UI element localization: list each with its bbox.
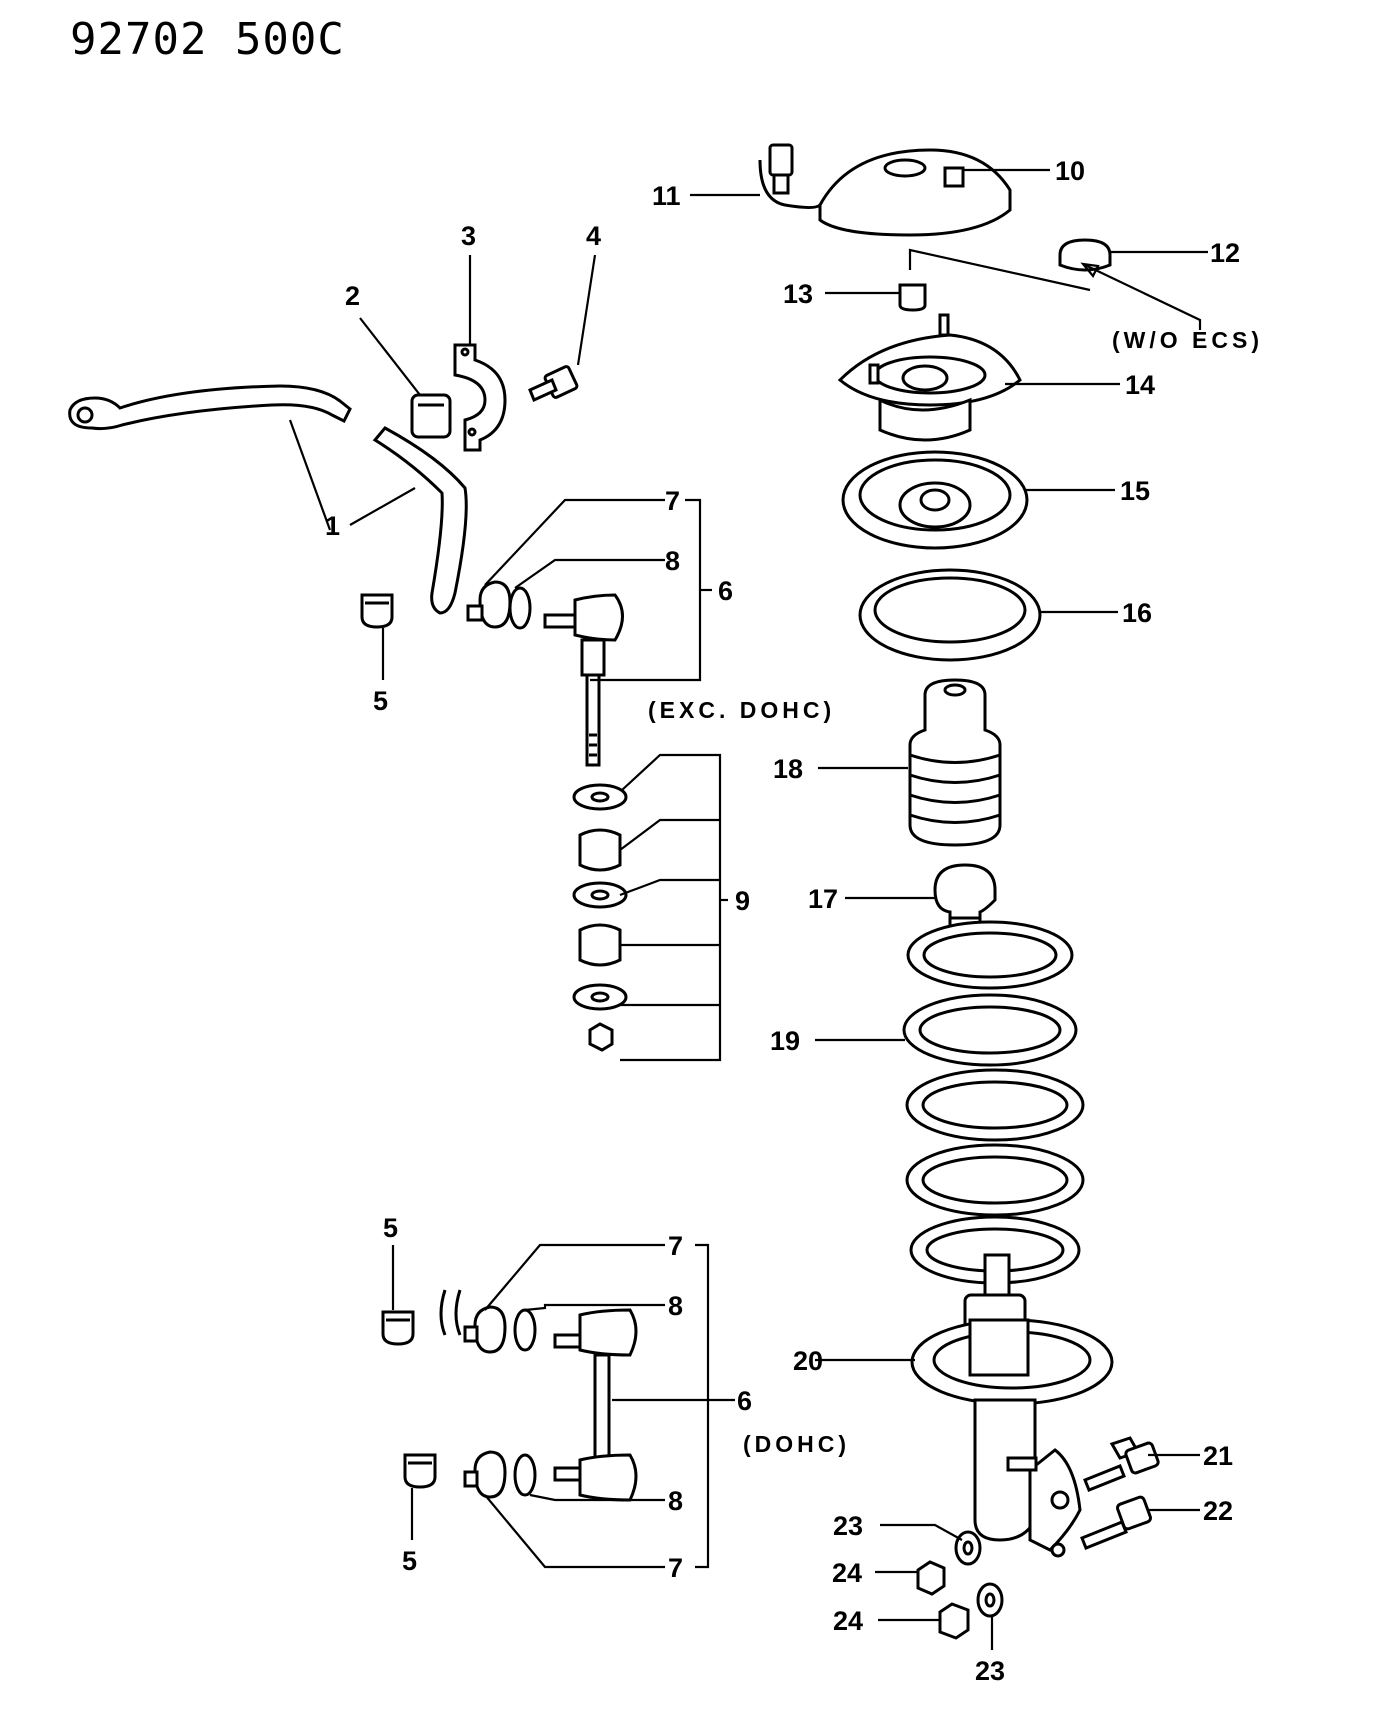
strut-bolt-upper	[1083, 1436, 1160, 1492]
label-3: 3	[461, 221, 476, 251]
stabilizer-link-dohc	[463, 1305, 638, 1502]
label-22: 22	[1203, 1496, 1233, 1526]
link-nut-dohc-lower	[403, 1453, 437, 1489]
nut-lower	[938, 1602, 970, 1640]
spring-pad	[858, 568, 1042, 662]
diagram-code: 92702 500C	[70, 14, 345, 65]
label-4: 4	[586, 221, 601, 251]
label-2: 2	[345, 281, 360, 311]
label-9: 9	[735, 886, 750, 916]
label-14: 14	[1125, 370, 1155, 400]
label-7b: 7	[668, 1231, 683, 1261]
label-8b: 8	[668, 1291, 683, 1321]
link-nut-upper	[360, 593, 394, 629]
ecs-actuator-cover	[758, 143, 1012, 237]
label-23b: 23	[975, 1656, 1005, 1686]
stabilizer-link-exc-dohc	[466, 580, 624, 767]
washer-upper	[954, 1530, 982, 1566]
label-19: 19	[770, 1026, 800, 1056]
label-10: 10	[1055, 156, 1085, 186]
coil-spring	[902, 920, 1085, 1285]
label-7c: 7	[668, 1553, 683, 1583]
bushing-bracket	[453, 343, 507, 452]
strut-mount-nut	[898, 283, 927, 312]
note-wo-ecs: (W/O ECS)	[1112, 327, 1263, 353]
label-7a: 7	[665, 486, 680, 516]
stabilizer-bushing	[410, 393, 452, 439]
washer-lower	[976, 1582, 1004, 1618]
strut-assembly	[910, 1253, 1114, 1558]
label-16: 16	[1122, 598, 1152, 628]
label-5a: 5	[373, 686, 388, 716]
label-24b: 24	[833, 1606, 863, 1636]
label-6b: 6	[737, 1386, 752, 1416]
label-8a: 8	[665, 546, 680, 576]
strut-insulator	[837, 313, 1022, 442]
label-17: 17	[808, 884, 838, 914]
cap	[1058, 238, 1112, 272]
label-11: 11	[652, 181, 681, 211]
label-23a: 23	[833, 1511, 863, 1541]
note-dohc: (DOHC)	[743, 1431, 850, 1457]
dust-cover	[908, 678, 1002, 847]
upper-spring-seat	[841, 450, 1029, 550]
link-nut-dohc-upper	[381, 1310, 415, 1346]
label-6a: 6	[718, 576, 733, 606]
label-20: 20	[793, 1346, 823, 1376]
stabilizer-bar	[68, 384, 468, 615]
label-24a: 24	[832, 1558, 862, 1588]
label-8c: 8	[668, 1486, 683, 1516]
label-15: 15	[1120, 476, 1150, 506]
label-13: 13	[783, 279, 813, 309]
bracket-bolt	[528, 365, 579, 403]
label-12: 12	[1210, 238, 1240, 268]
label-5b: 5	[383, 1213, 398, 1243]
strut-bolt-lower	[1080, 1495, 1152, 1550]
nut-upper	[916, 1560, 946, 1596]
stabilizer-bar-end-dohc	[439, 1289, 462, 1336]
label-1: 1	[325, 511, 340, 541]
label-5c: 5	[402, 1546, 417, 1576]
label-21: 21	[1203, 1441, 1233, 1471]
link-bushing-kit	[572, 783, 628, 1052]
label-18: 18	[773, 754, 803, 784]
note-exc-dohc: (EXC. DOHC)	[648, 697, 835, 723]
